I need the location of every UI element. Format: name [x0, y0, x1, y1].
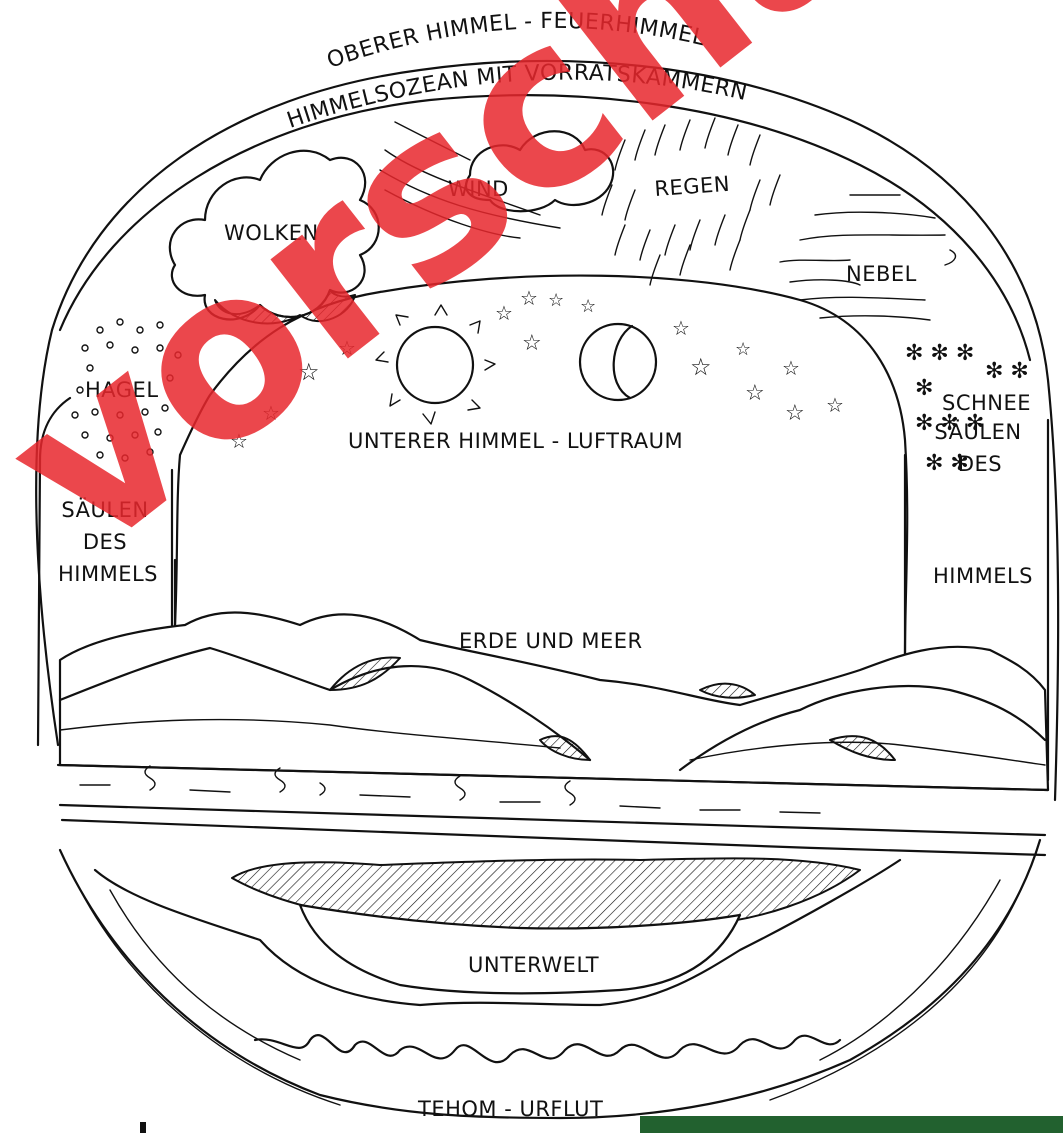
moon-icon [580, 324, 656, 400]
underworld [95, 858, 900, 1005]
svg-text:☆: ☆ [735, 339, 751, 360]
svg-text:☆: ☆ [548, 290, 564, 311]
svg-text:☆: ☆ [785, 401, 805, 426]
svg-text:✻ ✻: ✻ ✻ [985, 359, 1029, 384]
svg-text:☆: ☆ [580, 296, 596, 317]
footer-mark [140, 1122, 146, 1133]
svg-text:☆: ☆ [826, 393, 844, 417]
svg-text:☆: ☆ [745, 381, 765, 406]
label-lower-heaven: UNTERER HIMMEL - LUFTRAUM [348, 429, 683, 453]
label-earth-sea: ERDE UND MEER [459, 629, 643, 653]
svg-text:☆: ☆ [522, 331, 542, 356]
label-underworld: UNTERWELT [468, 953, 599, 977]
svg-text:✻: ✻ [915, 376, 933, 401]
svg-text:✻ ✻ ✻: ✻ ✻ ✻ [905, 341, 974, 366]
svg-text:☆: ☆ [672, 316, 690, 340]
label-pillars-right-3: HIMMELS [933, 564, 1033, 588]
label-primeval-flood: TEHOM - URFLUT [417, 1097, 603, 1121]
footer-bar [640, 1116, 1063, 1133]
label-pillars-right-1: SÄULEN [934, 419, 1021, 444]
label-fog: NEBEL [846, 262, 917, 286]
label-pillars-right-2: DES [958, 452, 1002, 476]
svg-text:☆: ☆ [690, 353, 712, 381]
label-snow: SCHNEE [942, 391, 1031, 415]
svg-text:☆: ☆ [782, 356, 800, 380]
